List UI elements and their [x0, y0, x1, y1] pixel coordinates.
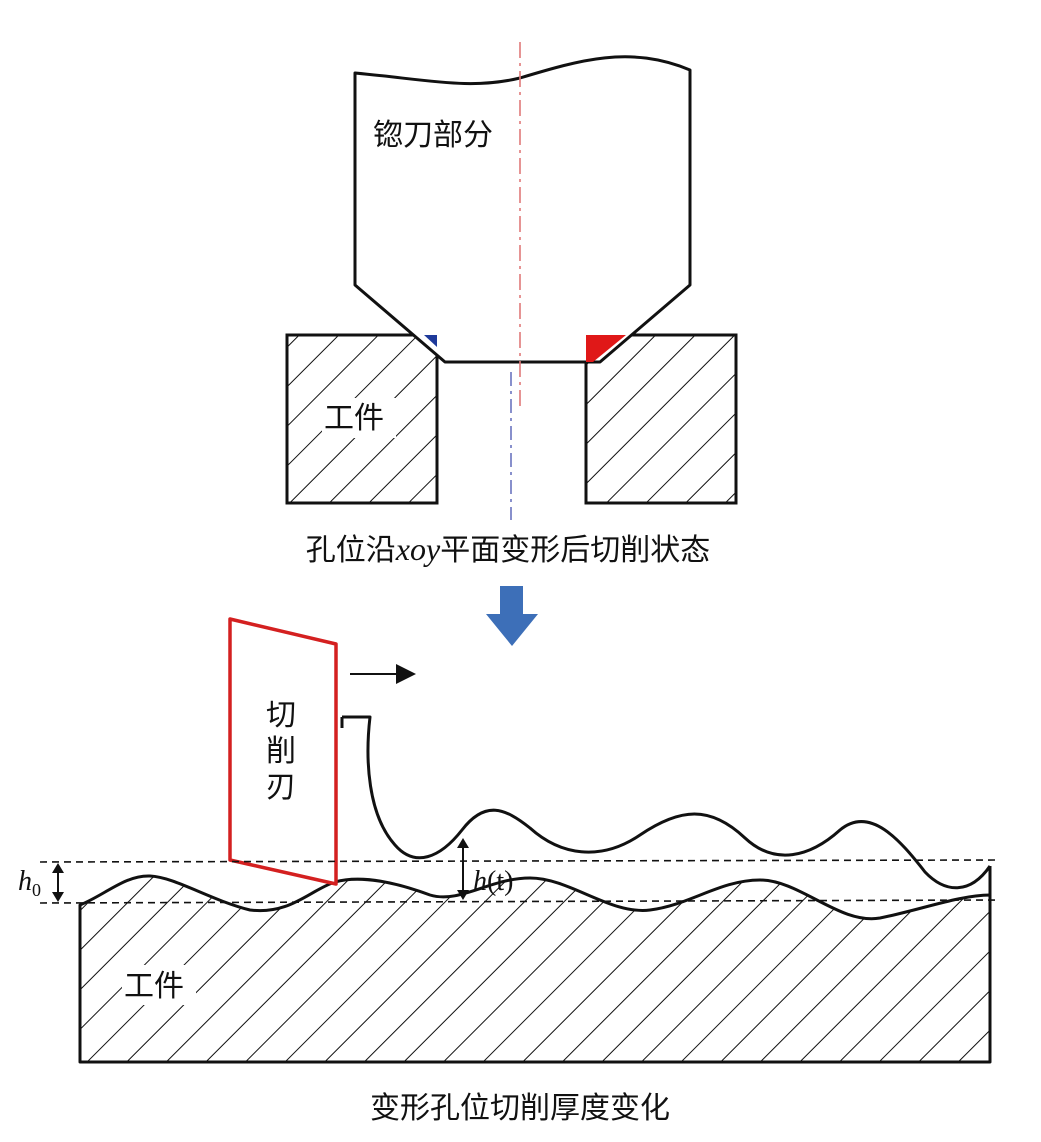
top-workpiece-right [584, 333, 738, 505]
upper-reference-line [39, 859, 1001, 863]
top-caption-italic: xoy [395, 531, 441, 567]
top-caption: 孔位沿xoy平面变形后切削状态 [306, 531, 710, 568]
bottom-workpiece-outline [78, 874, 992, 1064]
bottom-diagram: 工件 切 削 刃 h0 h(t) 变形孔位切削厚度变化 [18, 617, 1001, 1126]
blade-label-char-1: 切 [266, 698, 296, 733]
blade-label-char-3: 刃 [266, 770, 296, 805]
countersink-tool [353, 55, 692, 364]
top-workpiece-label: 工件 [324, 401, 384, 436]
lower-reference-line [39, 899, 1001, 904]
chip-curve [342, 715, 992, 890]
top-caption-pre: 孔位沿 [306, 533, 396, 568]
cutting-blade [228, 617, 338, 886]
blue-contact-region [424, 335, 437, 347]
tool-label: 锪刀部分 [373, 118, 493, 153]
h0-label: h0 [18, 866, 41, 900]
bottom-workpiece-hatch [80, 875, 990, 1062]
bottom-caption: 变形孔位切削厚度变化 [370, 1091, 670, 1126]
red-contact-region [586, 335, 626, 362]
ht-label: h(t) [473, 866, 513, 897]
top-caption-post: 平面变形后切削状态 [440, 533, 710, 568]
down-arrow-icon [486, 586, 538, 646]
top-diagram: 锪刀部分 工件 孔位沿xoy平面变形后切削状态 [285, 42, 738, 568]
blade-label-char-2: 削 [266, 734, 296, 769]
bottom-workpiece-label: 工件 [124, 969, 184, 1004]
